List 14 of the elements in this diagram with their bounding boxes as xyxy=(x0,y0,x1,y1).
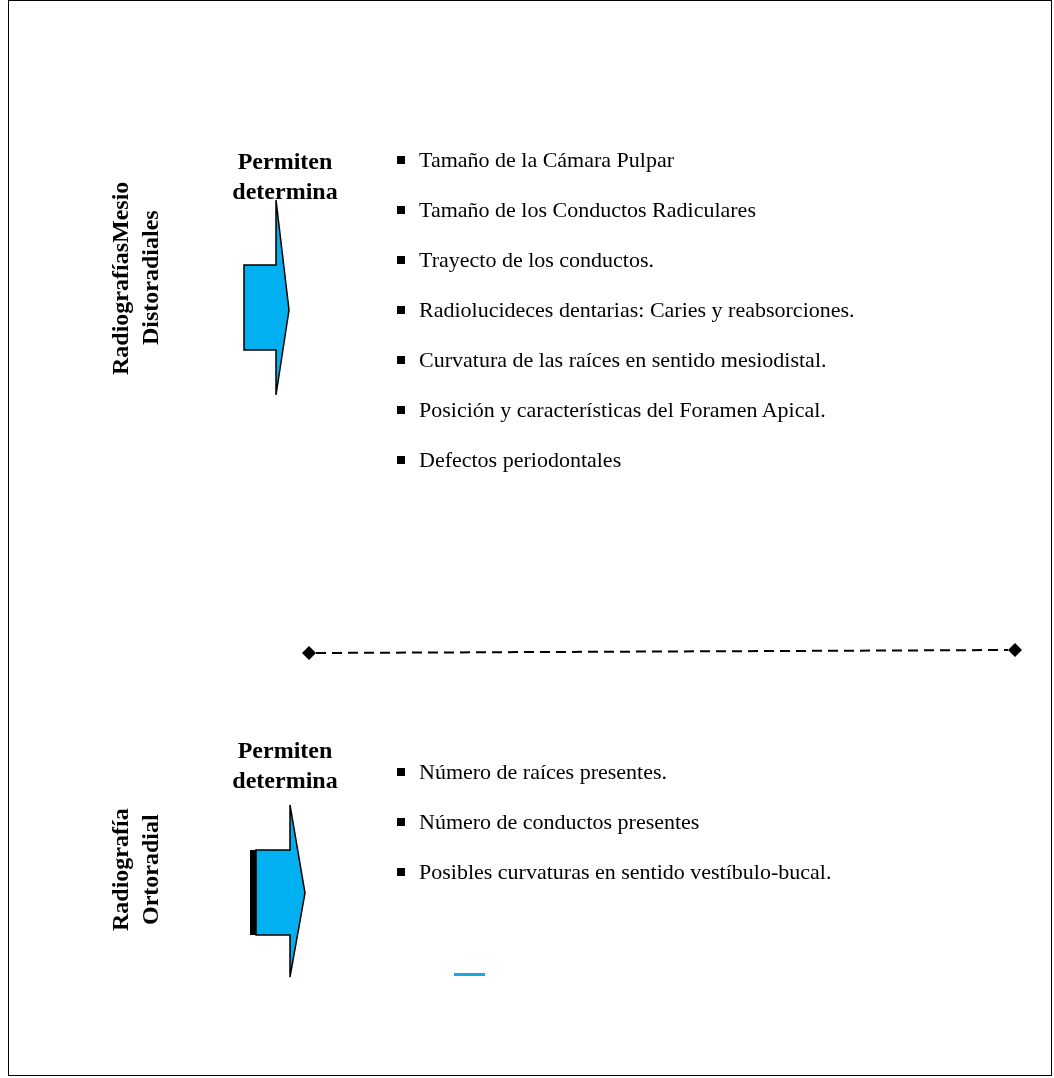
list-item: Radiolucideces dentarias: Caries y reabsorciones. xyxy=(395,296,1035,323)
list-item: Tamaño de la Cámara Pulpar xyxy=(395,146,1035,173)
list-item: Posición y características del Foramen Apical. xyxy=(395,396,1035,423)
arrow-caption: Permiten determina xyxy=(231,736,339,795)
list-item: Trayecto de los conductos. xyxy=(395,246,1035,273)
section-heading: RadiografíasMesio Distoradiales xyxy=(106,180,164,377)
section-heading: Radiografía Ortoradial xyxy=(106,807,164,934)
list-item: Defectos periodontales xyxy=(395,446,1035,473)
list-item: Número de raíces presentes. xyxy=(395,758,915,785)
list-item: Curvatura de las raíces en sentido mesiodistal. xyxy=(395,346,1035,373)
arrow-caption: Permiten determina xyxy=(231,147,339,206)
list-item: Posibles curvaturas en sentido vestíbulo-bucal. xyxy=(395,858,915,885)
list-item: Tamaño de los Conductos Radiculares xyxy=(395,196,1035,223)
list-item: Número de conductos presentes xyxy=(395,808,915,835)
